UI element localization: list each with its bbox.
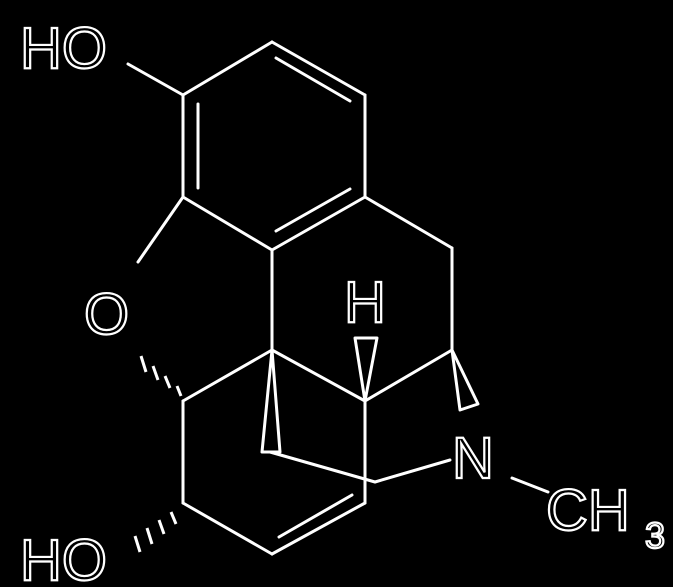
ring-bonds	[126, 62, 550, 556]
hydrogen-label: H	[344, 270, 386, 335]
methyl-label: CH	[546, 478, 630, 543]
aromatic-ring	[181, 40, 367, 252]
hydroxyl-bottom-label: HO	[20, 528, 107, 587]
ring-oxygen-label: O	[84, 282, 129, 347]
hydroxyl-top-label: HO	[20, 16, 107, 81]
stereo-bonds	[133, 336, 480, 553]
nitrogen-label: N	[452, 426, 494, 491]
methyl-subscript: 3	[645, 515, 665, 556]
